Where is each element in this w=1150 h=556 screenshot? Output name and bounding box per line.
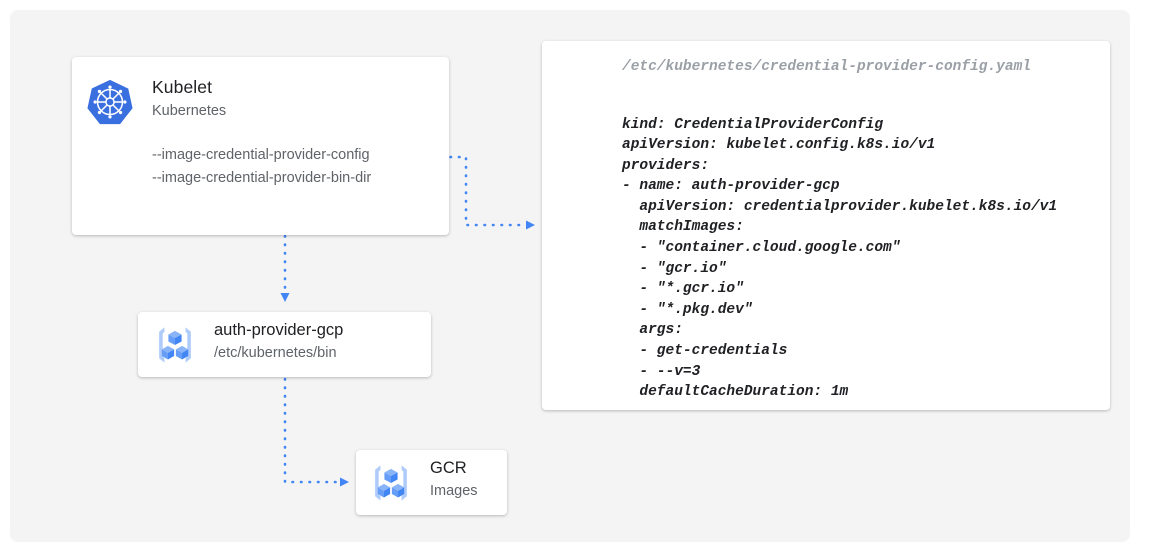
gcr-subtitle: Images [430, 483, 478, 499]
kubelet-subtitle: Kubernetes [152, 103, 227, 119]
kubelet-title: Kubelet [152, 77, 213, 97]
container-registry-icon [375, 465, 407, 501]
node-card-kubelet[interactable]: Kubelet Kubernetes --image-credential-pr… [72, 57, 449, 235]
kubelet-flag-image-credential-provider-bin-dir: --image-credential-provider-bin-dir [152, 170, 372, 186]
node-card-gcr[interactable]: GCR Images [356, 450, 507, 515]
node-card-auth-provider-gcp[interactable]: auth-provider-gcp /etc/kubernetes/bin [138, 312, 431, 377]
code-yaml-body: kind: CredentialProviderConfig apiVersio… [622, 116, 1058, 401]
kubernetes-logo-icon [87, 79, 133, 125]
code-file-path: /etc/kubernetes/credential-provider-conf… [622, 59, 1031, 75]
kubelet-flag-image-credential-provider-config: --image-credential-provider-config [152, 147, 370, 163]
auth-provider-subtitle: /etc/kubernetes/bin [214, 345, 337, 361]
container-registry-icon [159, 327, 191, 363]
auth-provider-title: auth-provider-gcp [214, 321, 344, 339]
code-card-credential-provider-config[interactable]: /etc/kubernetes/credential-provider-conf… [542, 41, 1110, 410]
gcr-title: GCR [430, 459, 467, 477]
